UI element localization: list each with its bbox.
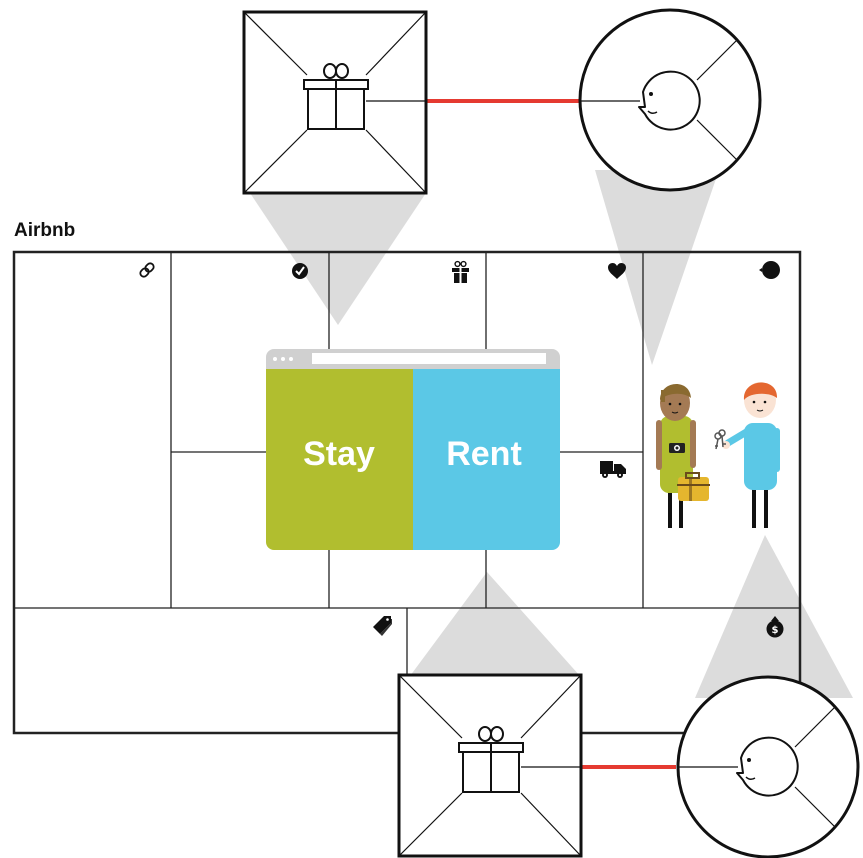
gift-outline-icon [303,63,369,130]
traveller-body [660,416,693,493]
camera-icon [669,443,685,453]
suitcase-icon [677,472,710,501]
host-body [744,423,777,490]
svg-text:$: $ [772,625,779,636]
stay-tab[interactable] [266,369,413,550]
check-circle-icon [292,263,308,279]
cone-value-proposition-bottom [410,572,580,676]
customer-segment-zoom-top [578,8,762,192]
cone-customer-segment-bottom [695,535,853,698]
window-dot-1 [273,357,277,361]
browser-mockup: Stay Rent [266,349,560,550]
customer-face-outline-icon-bottom [736,736,799,797]
canvas-title: Airbnb [14,220,75,241]
projection-cones [250,170,853,698]
link-icon [139,262,155,278]
value-proposition-zoom-top [242,10,428,195]
truck-icon [600,461,626,478]
money-bag-icon: $ [766,616,784,638]
host-illustration [714,382,780,528]
value-proposition-zoom-bottom [397,673,583,858]
keys-icon [714,429,726,450]
gift-icon [452,260,469,283]
cone-value-proposition-top [250,193,426,325]
customer-segment-zoom-bottom [676,675,860,858]
traveller-illustration [656,383,710,528]
heart-icon [608,263,626,279]
gift-outline-icon-bottom [458,726,524,793]
rent-label: Rent [446,435,522,473]
window-dot-3 [289,357,293,361]
customer-face-outline-icon [638,70,701,131]
customer-face-icon [759,261,780,279]
cone-customer-segment-top [595,170,719,365]
rent-tab[interactable] [413,369,560,550]
price-tag-icon [373,616,392,636]
stay-label: Stay [303,435,375,473]
window-dot-2 [281,357,285,361]
address-bar [312,353,546,364]
